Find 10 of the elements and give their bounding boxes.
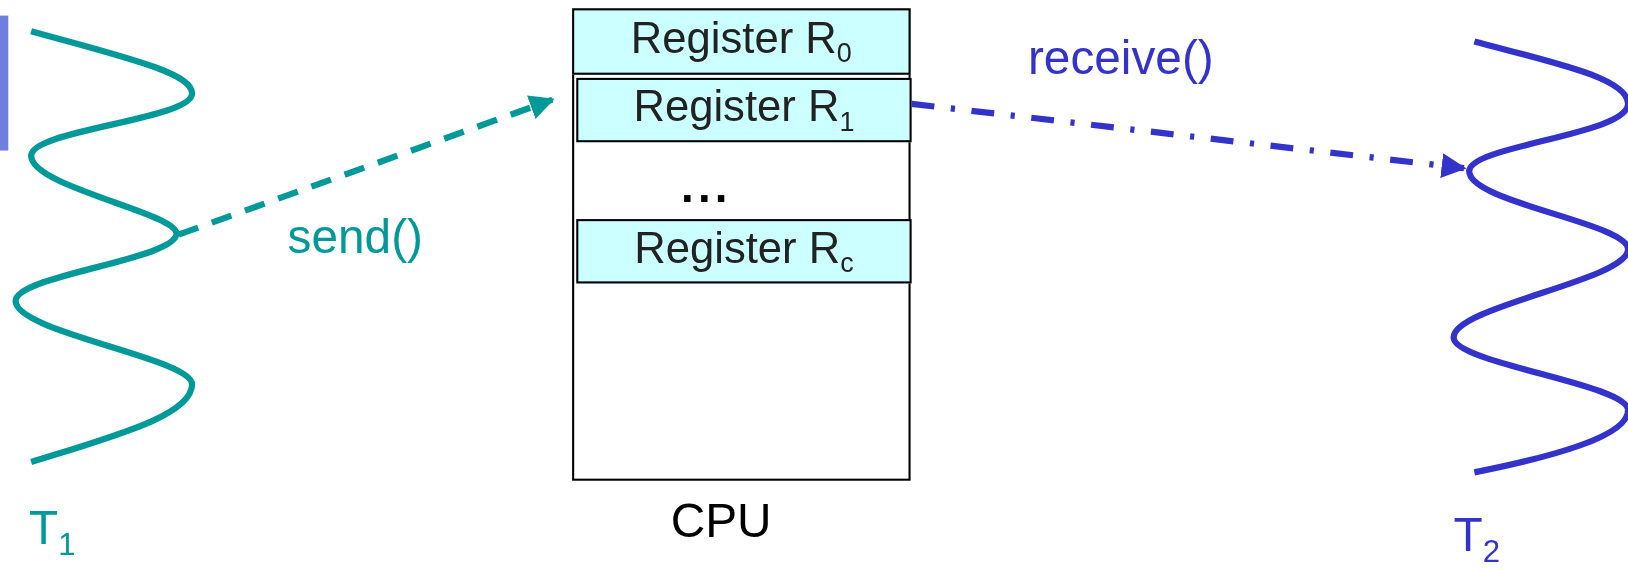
register-box: Register R$_{1}$ — [576, 77, 912, 143]
cpu-label: CPU — [670, 496, 772, 545]
thread-label: T$_{1}$ — [29, 503, 76, 560]
register-box: Register R$_{0}$ — [572, 8, 911, 75]
ellipsis-label: ... — [681, 164, 732, 210]
dashed-arrow — [911, 100, 1467, 178]
register-box: Register R$_{c}$ — [576, 219, 912, 284]
edge-label: send() — [287, 212, 423, 261]
dashed-arrow — [177, 95, 555, 238]
thread-label: T$_{2}$ — [1453, 510, 1501, 568]
